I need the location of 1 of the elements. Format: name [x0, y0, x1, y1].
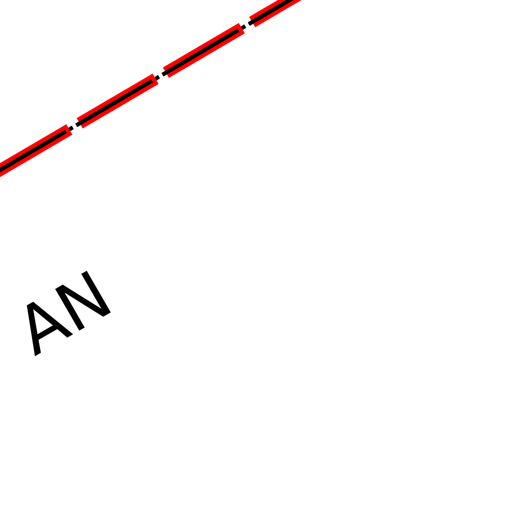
- map-label: AN: [7, 262, 122, 366]
